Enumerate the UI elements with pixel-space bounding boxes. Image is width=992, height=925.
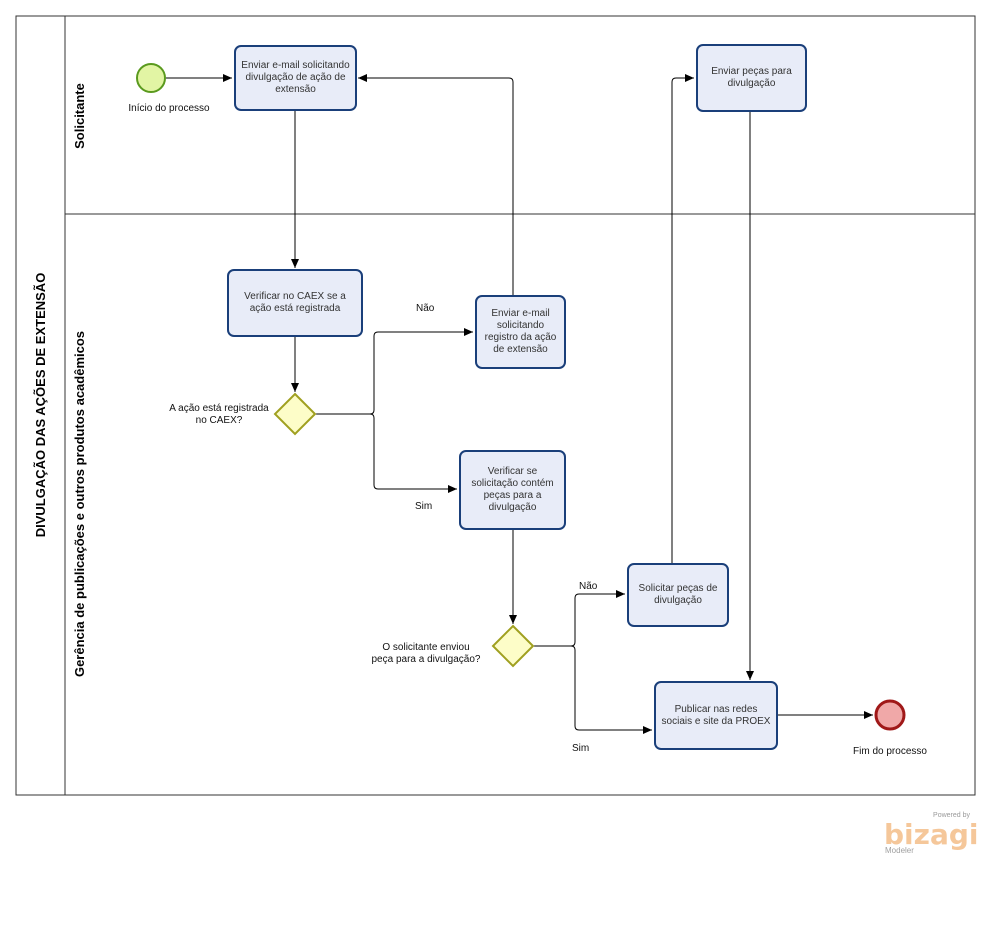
gateway-acao-registrada-label-1: A ação está registrada — [169, 403, 269, 414]
flow-registro-to-email — [358, 74, 514, 296]
task-label-solicitar-pecas: Solicitar peças de divulgação — [638, 583, 718, 606]
end-event-label: Fim do processo — [853, 746, 927, 757]
pool-title: DIVULGAÇÃO DAS AÇÕES DE EXTENSÃO — [33, 273, 48, 538]
task-label-enviar-pecas: Enviar peças para divulgação — [711, 66, 792, 89]
pool-border — [15, 15, 976, 796]
task-enviar-email-registro[interactable] — [475, 295, 566, 369]
flow-gateway2-sim — [570, 645, 652, 734]
task-solicitar-pecas[interactable] — [627, 563, 729, 627]
gateway-acao-registrada[interactable] — [273, 392, 317, 436]
flow-solicitar-to-enviar-pecas — [671, 74, 694, 563]
brand-powered-text: Powered by — [933, 812, 970, 819]
task-publicar[interactable] — [654, 681, 778, 750]
flow-label-nao-2: Não — [579, 581, 598, 592]
start-event-label: Início do processo — [128, 103, 210, 114]
gateway-acao-registrada-label-2: no CAEX? — [196, 415, 243, 426]
task-enviar-pecas[interactable] — [696, 44, 807, 112]
task-enviar-email-divulgacao[interactable] — [234, 45, 357, 111]
flow-gateway1-sim — [369, 413, 457, 493]
flow-label-sim-2: Sim — [572, 743, 589, 754]
sequence-flows — [166, 74, 873, 734]
gateway-solicitante-enviou-label-2: peça para a divulgação? — [372, 654, 481, 665]
task-label-enviar-email-divulgacao: Enviar e-mail solicitando divulgação de … — [241, 60, 350, 95]
task-label-enviar-email-registro: Enviar e-mail solicitando registro da aç… — [484, 308, 557, 355]
task-verificar-pecas[interactable] — [459, 450, 566, 530]
flow-label-sim-1: Sim — [415, 501, 432, 512]
end-event[interactable] — [874, 699, 906, 731]
task-label-publicar: Publicar nas redes sociais e site da PRO… — [661, 703, 771, 727]
bizagi-logo: Powered by bizagi Modeler — [884, 812, 978, 857]
lane-title-gerencia: Gerência de publicações e outros produto… — [72, 331, 87, 677]
flow-label-nao-1: Não — [416, 303, 435, 314]
task-label-verificar-caex: Verificar no CAEX se a ação está registr… — [244, 291, 346, 314]
lane-title-solicitante: Solicitante — [72, 83, 87, 149]
task-verificar-caex[interactable] — [227, 269, 363, 337]
task-label-verificar-pecas: Verificar se solicitação contém peças pa… — [471, 466, 554, 513]
gateway-solicitante-enviou-label-1: O solicitante enviou — [382, 642, 469, 653]
gateway-solicitante-enviou[interactable] — [491, 624, 535, 668]
brand-logo-text: bizagi — [884, 818, 979, 851]
start-event[interactable] — [136, 63, 166, 93]
brand-sub-text: Modeler — [885, 846, 914, 855]
